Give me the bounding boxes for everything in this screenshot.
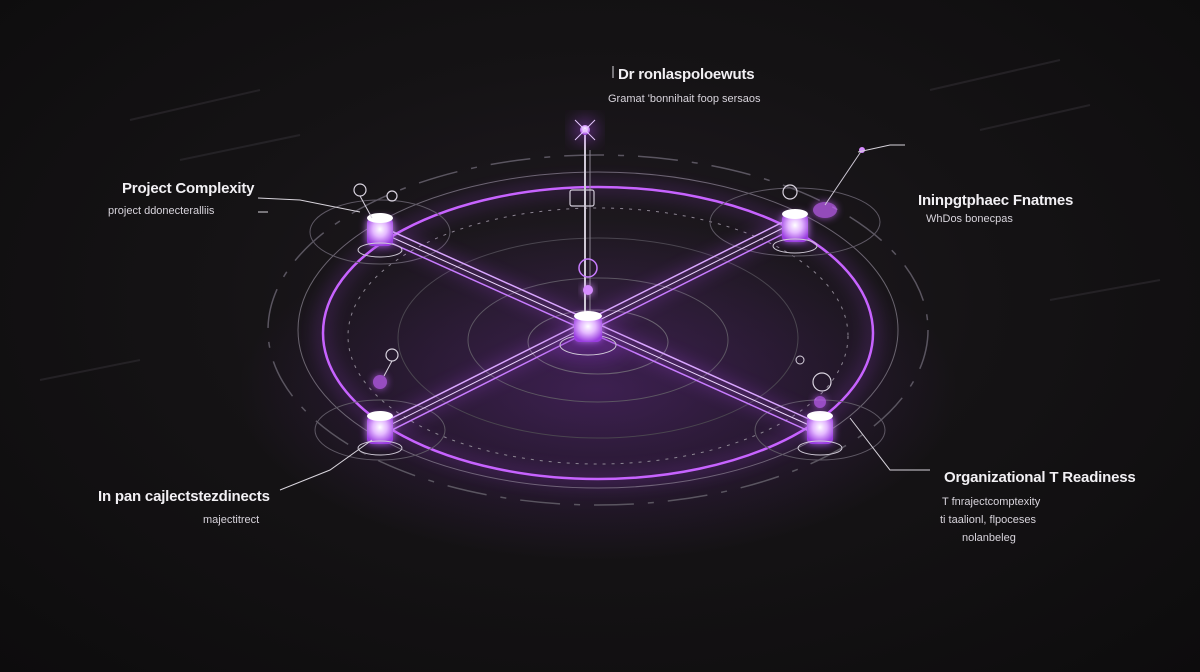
top-left-label-subtitle: project ddonecteralliis: [108, 205, 215, 217]
bottom-left-label-title: In pan cajlectstezdinects: [98, 488, 270, 505]
top-left-label-title: Project Complexity: [122, 180, 255, 197]
floor-glow: [238, 220, 958, 560]
vertical-beam: [569, 135, 598, 318]
bottom-left-label-subtitle: majectitrect: [203, 514, 260, 526]
hub-node-icon: [550, 311, 626, 362]
top-label-subtitle: Gramat 'bonnihait foop sersaos: [608, 93, 761, 105]
top-right-label-title: Ininpgtphaec Fnatmes: [918, 192, 1074, 209]
cluster-node-icon: [357, 348, 403, 456]
node-center: [550, 311, 626, 362]
label-leaders: [257, 66, 930, 491]
bottom-right-label-title: Organizational T Readiness: [944, 469, 1136, 486]
background-streaks: [39, 59, 1161, 381]
accent-ring: [321, 185, 875, 481]
outer-rings: [267, 154, 929, 506]
bottom-right-label-line2: ti taalionl, flpoceses: [940, 514, 1036, 526]
cluster-node-icon: [353, 183, 403, 258]
node-bottom-right: [795, 355, 843, 456]
bottom-right-label-line3: nolanbeleg: [962, 532, 1016, 544]
node-bottom-left: [357, 348, 403, 456]
beacon-node-icon: [574, 119, 596, 141]
top-label-title: Dr ronlaspoloewuts: [618, 66, 755, 83]
cluster-node-icon: [795, 355, 843, 456]
node-top: [574, 119, 596, 141]
bottom-right-label-line1: T fnrajectcomptexity: [942, 496, 1041, 508]
top-right-label-subtitle: WhDos bonecpas: [926, 213, 1013, 225]
node-top-right: [772, 147, 865, 254]
cluster-node-icon: [772, 147, 865, 254]
node-top-left: [353, 183, 403, 258]
